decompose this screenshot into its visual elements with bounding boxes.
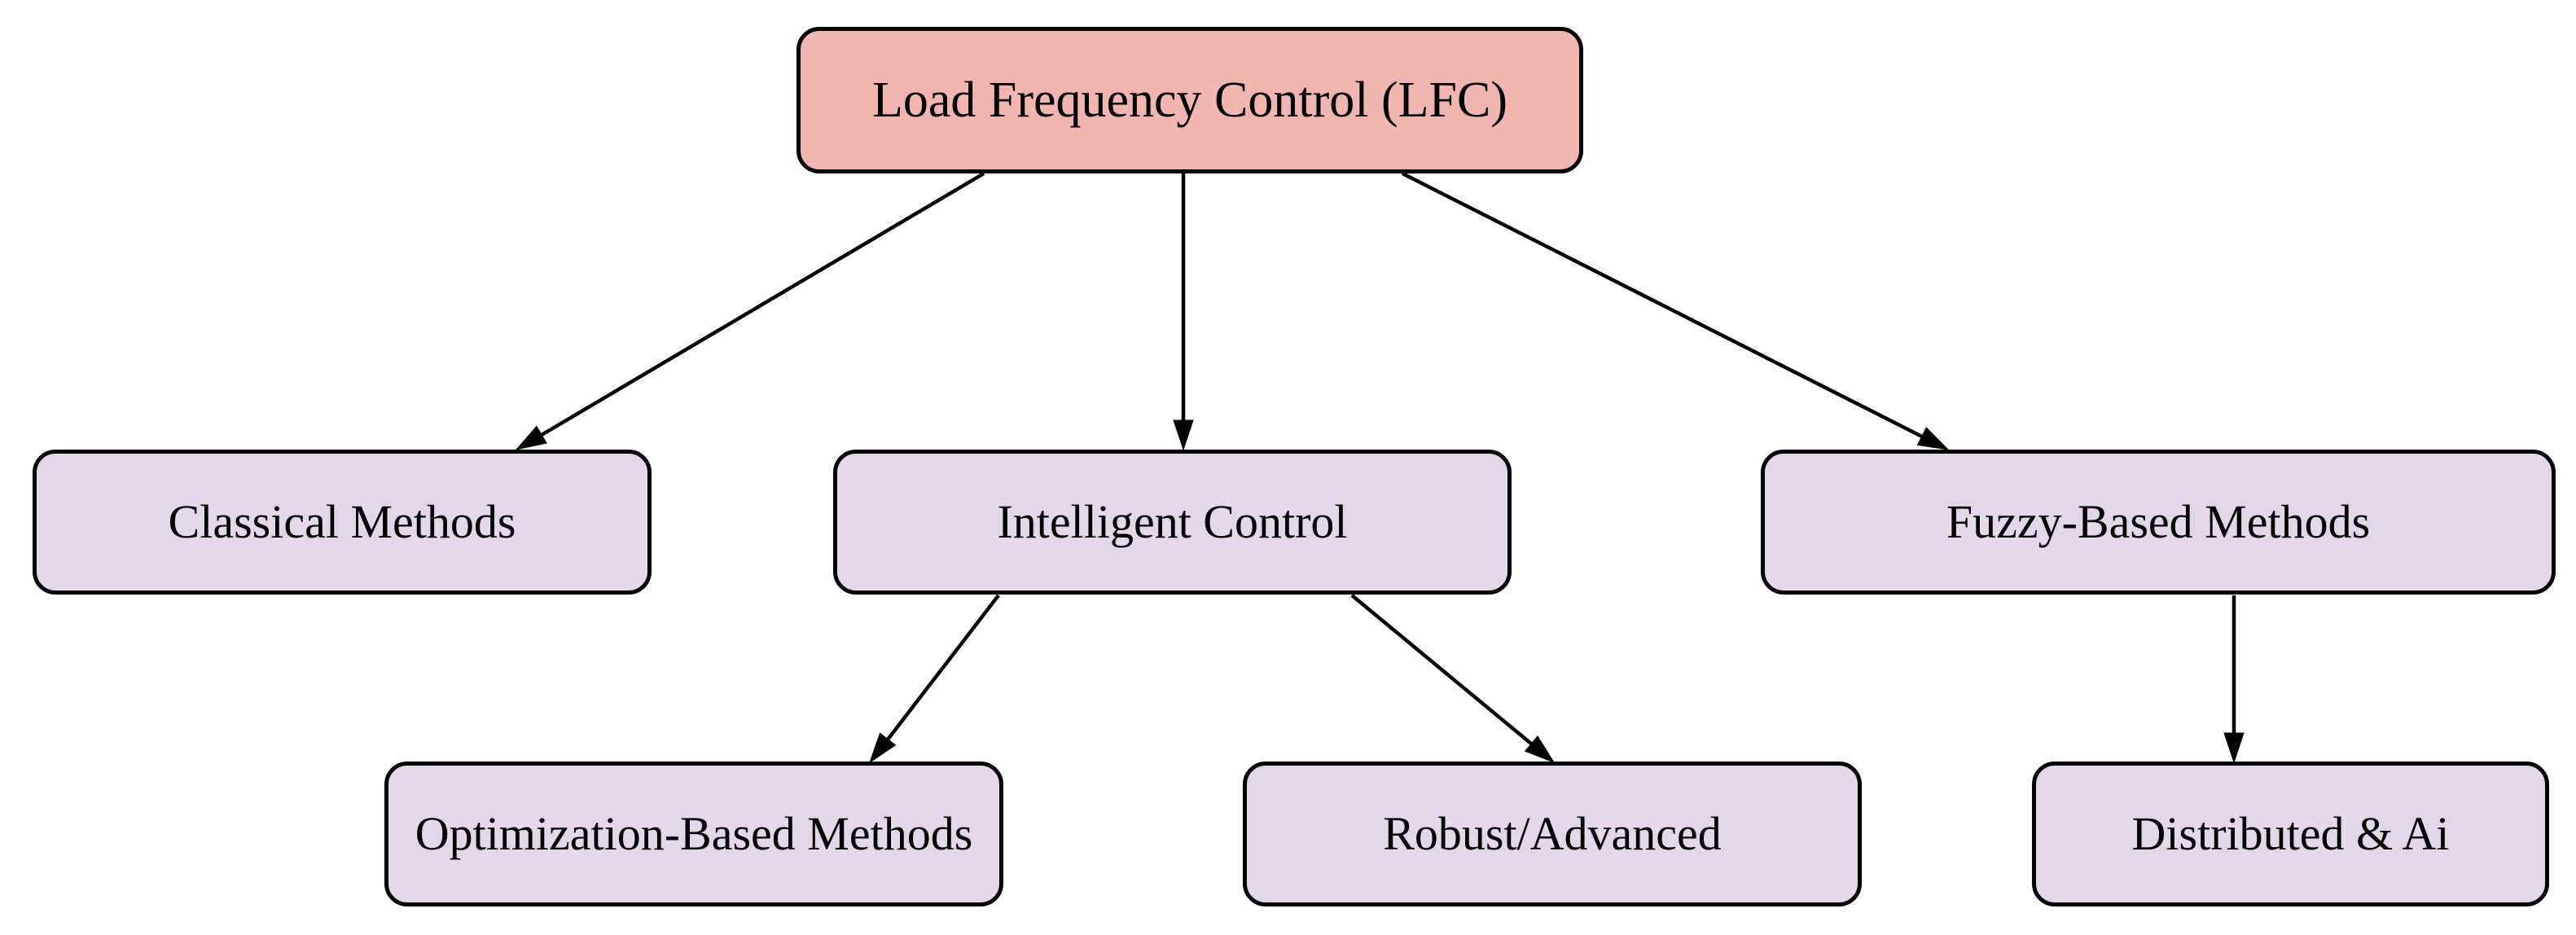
- edge-arrowhead: [515, 425, 547, 450]
- edge-line: [1350, 594, 1533, 745]
- edge-line: [540, 172, 985, 437]
- edge-root-to-classical: [515, 172, 985, 450]
- edge-line: [886, 594, 1000, 741]
- edge-arrowhead: [1916, 427, 1950, 450]
- edge-arrowhead: [2223, 732, 2245, 764]
- node-label-classical-methods: Classical Methods: [168, 495, 516, 549]
- node-label-robust-advanced: Robust/Advanced: [1383, 807, 1722, 861]
- node-optimization-based-methods: Optimization-Based Methods: [384, 762, 1003, 906]
- node-label-fuzzy-based-methods: Fuzzy-Based Methods: [1946, 495, 2371, 549]
- edge-arrowhead: [1524, 735, 1556, 764]
- edge-intelligent-to-robust: [1350, 594, 1556, 764]
- edge-fuzzy-to-distributed: [2223, 595, 2245, 764]
- node-label-intelligent-control: Intelligent Control: [997, 495, 1348, 549]
- node-intelligent-control: Intelligent Control: [833, 450, 1512, 595]
- node-classical-methods: Classical Methods: [33, 450, 652, 595]
- edge-root-to-intelligent: [1173, 173, 1194, 451]
- edge-arrowhead: [1173, 419, 1194, 451]
- edge-line: [1401, 171, 1924, 439]
- node-load-frequency-control: Load Frequency Control (LFC): [796, 27, 1583, 173]
- node-label-load-frequency-control: Load Frequency Control (LFC): [871, 72, 1508, 128]
- node-robust-advanced: Robust/Advanced: [1243, 762, 1862, 906]
- node-distributed-and-ai: Distributed & Ai: [2032, 762, 2549, 906]
- node-fuzzy-based-methods: Fuzzy-Based Methods: [1761, 450, 2556, 595]
- edge-root-to-fuzzy: [1401, 171, 1950, 450]
- node-label-distributed-and-ai: Distributed & Ai: [2131, 807, 2450, 861]
- edge-arrowhead: [869, 732, 897, 764]
- node-label-optimization-based-methods: Optimization-Based Methods: [415, 807, 973, 861]
- edge-intelligent-to-optimization: [869, 594, 1000, 764]
